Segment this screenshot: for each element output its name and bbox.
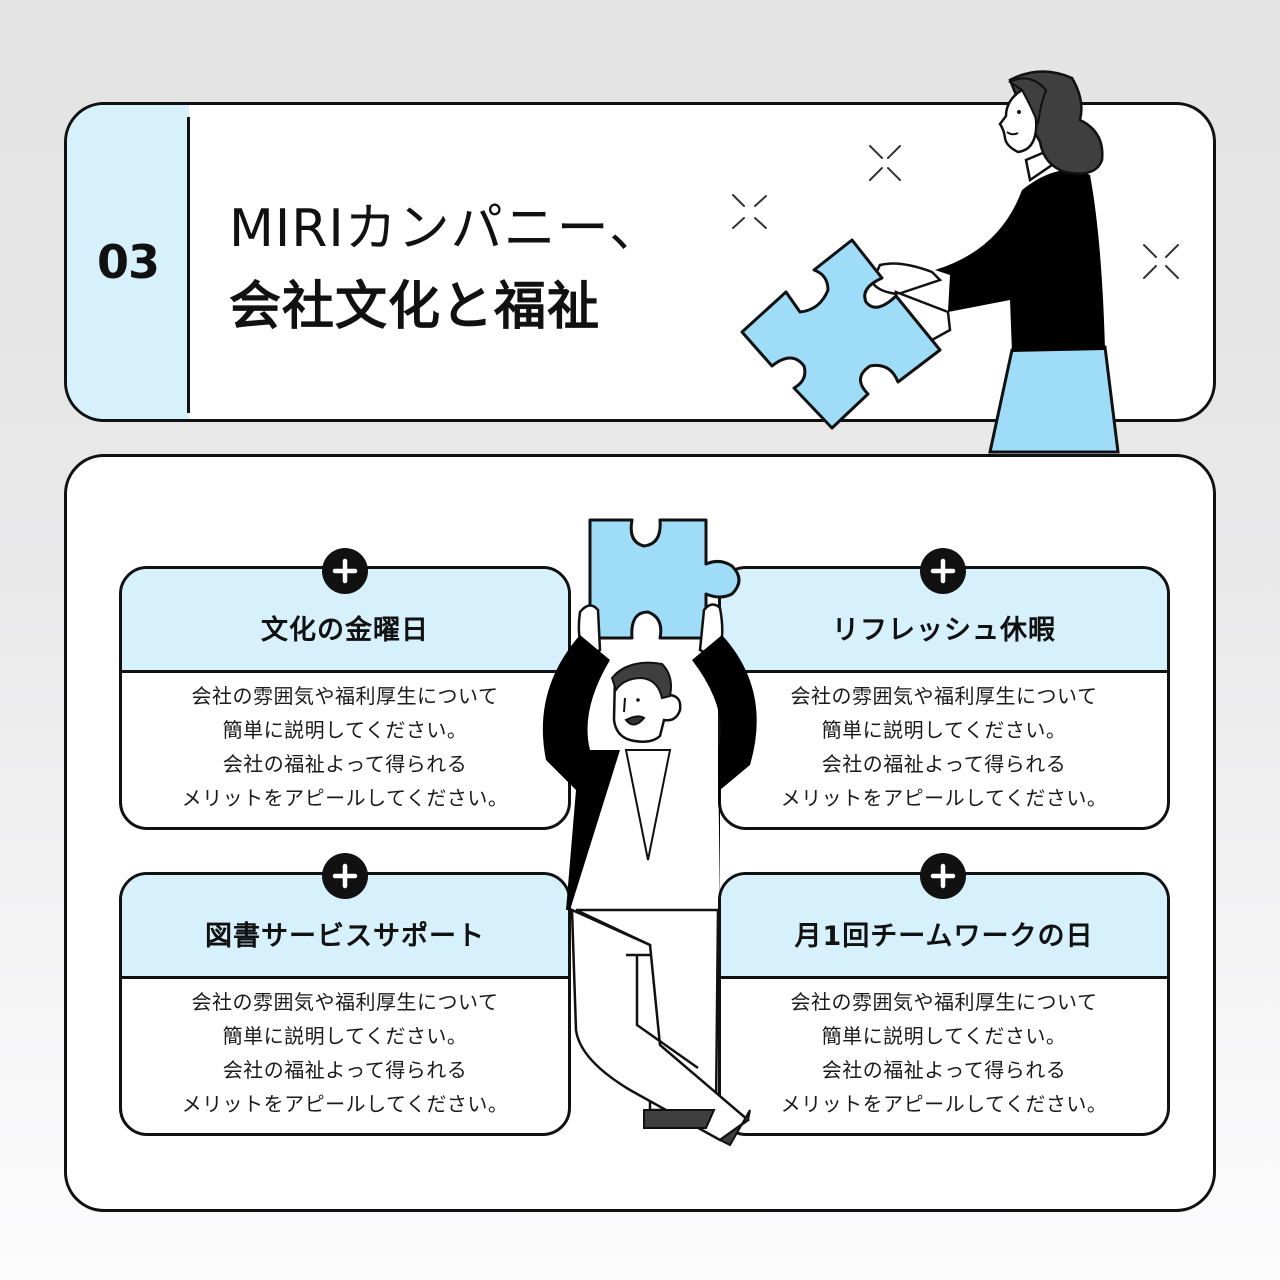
benefit-description: 会社の雰囲気や福利厚生について 簡単に説明してください。 会社の福祉よって得られ… [122,679,568,815]
benefit-title: 月1回チームワークの日 [794,921,1094,952]
description-line: 会社の福祉よって得られる [222,752,468,776]
benefit-card-culture-friday: 文化の金曜日 会社の雰囲気や福利厚生について 簡単に説明してください。 会社の福… [119,566,571,830]
benefit-title: 文化の金曜日 [261,615,429,646]
plus-icon [322,853,368,899]
description-line: 会社の雰囲気や福利厚生について [191,684,499,708]
description-line: 会社の福祉よって得られる [821,752,1067,776]
benefit-title: リフレッシュ休暇 [832,615,1056,646]
description-line: 会社の雰囲気や福利厚生について [790,990,1098,1014]
description-line: 会社の福祉よって得られる [222,1058,468,1082]
sparkle-icon [732,145,1179,279]
page-title-line2: 会社文化と福祉 [229,277,601,337]
description-line: 簡単に説明してください。 [821,1024,1067,1048]
benefit-card-library-support: 図書サービスサポート 会社の雰囲気や福利厚生について 簡単に説明してください。 … [119,872,571,1136]
man-holding-puzzle-illustration [542,518,757,1147]
description-line: メリットをアピールしてください。 [181,786,509,810]
description-line: 会社の雰囲気や福利厚生について [191,990,499,1014]
section-number: 03 [96,235,160,289]
description-line: 簡単に説明してください。 [222,718,468,742]
page-title-line1: MIRIカンパニー、 [229,199,663,259]
description-line: メリットをアピールしてください。 [181,1092,509,1116]
plus-icon [920,853,966,899]
plus-icon [322,548,368,594]
description-line: 会社の雰囲気や福利厚生について [790,684,1098,708]
puzzle-piece-icon [588,518,741,640]
description-line: メリットをアピールしてください。 [780,1092,1108,1116]
benefit-title: 図書サービスサポート [205,921,485,952]
benefit-description: 会社の雰囲気や福利厚生について 簡単に説明してください。 会社の福祉よって得られ… [122,985,568,1121]
description-line: 簡単に説明してください。 [821,718,1067,742]
benefit-card-refresh-leave: リフレッシュ休暇 会社の雰囲気や福利厚生について 簡単に説明してください。 会社… [718,566,1170,830]
benefit-description: 会社の雰囲気や福利厚生について 簡単に説明してください。 会社の福祉よって得られ… [721,679,1167,815]
description-line: 簡単に説明してください。 [222,1024,468,1048]
description-line: メリットをアピールしてください。 [780,786,1108,810]
woman-holding-puzzle-illustration [732,70,1179,454]
plus-icon [920,548,966,594]
benefit-card-teamwork-day: 月1回チームワークの日 会社の雰囲気や福利厚生について 簡単に説明してください。… [718,872,1170,1136]
description-line: 会社の福祉よって得られる [821,1058,1067,1082]
puzzle-piece-icon [740,238,942,430]
header-divider [187,117,190,413]
section-number-panel [67,105,189,419]
benefit-description: 会社の雰囲気や福利厚生について 簡単に説明してください。 会社の福祉よって得られ… [721,985,1167,1121]
benefit-card-header: 文化の金曜日 [122,569,568,673]
